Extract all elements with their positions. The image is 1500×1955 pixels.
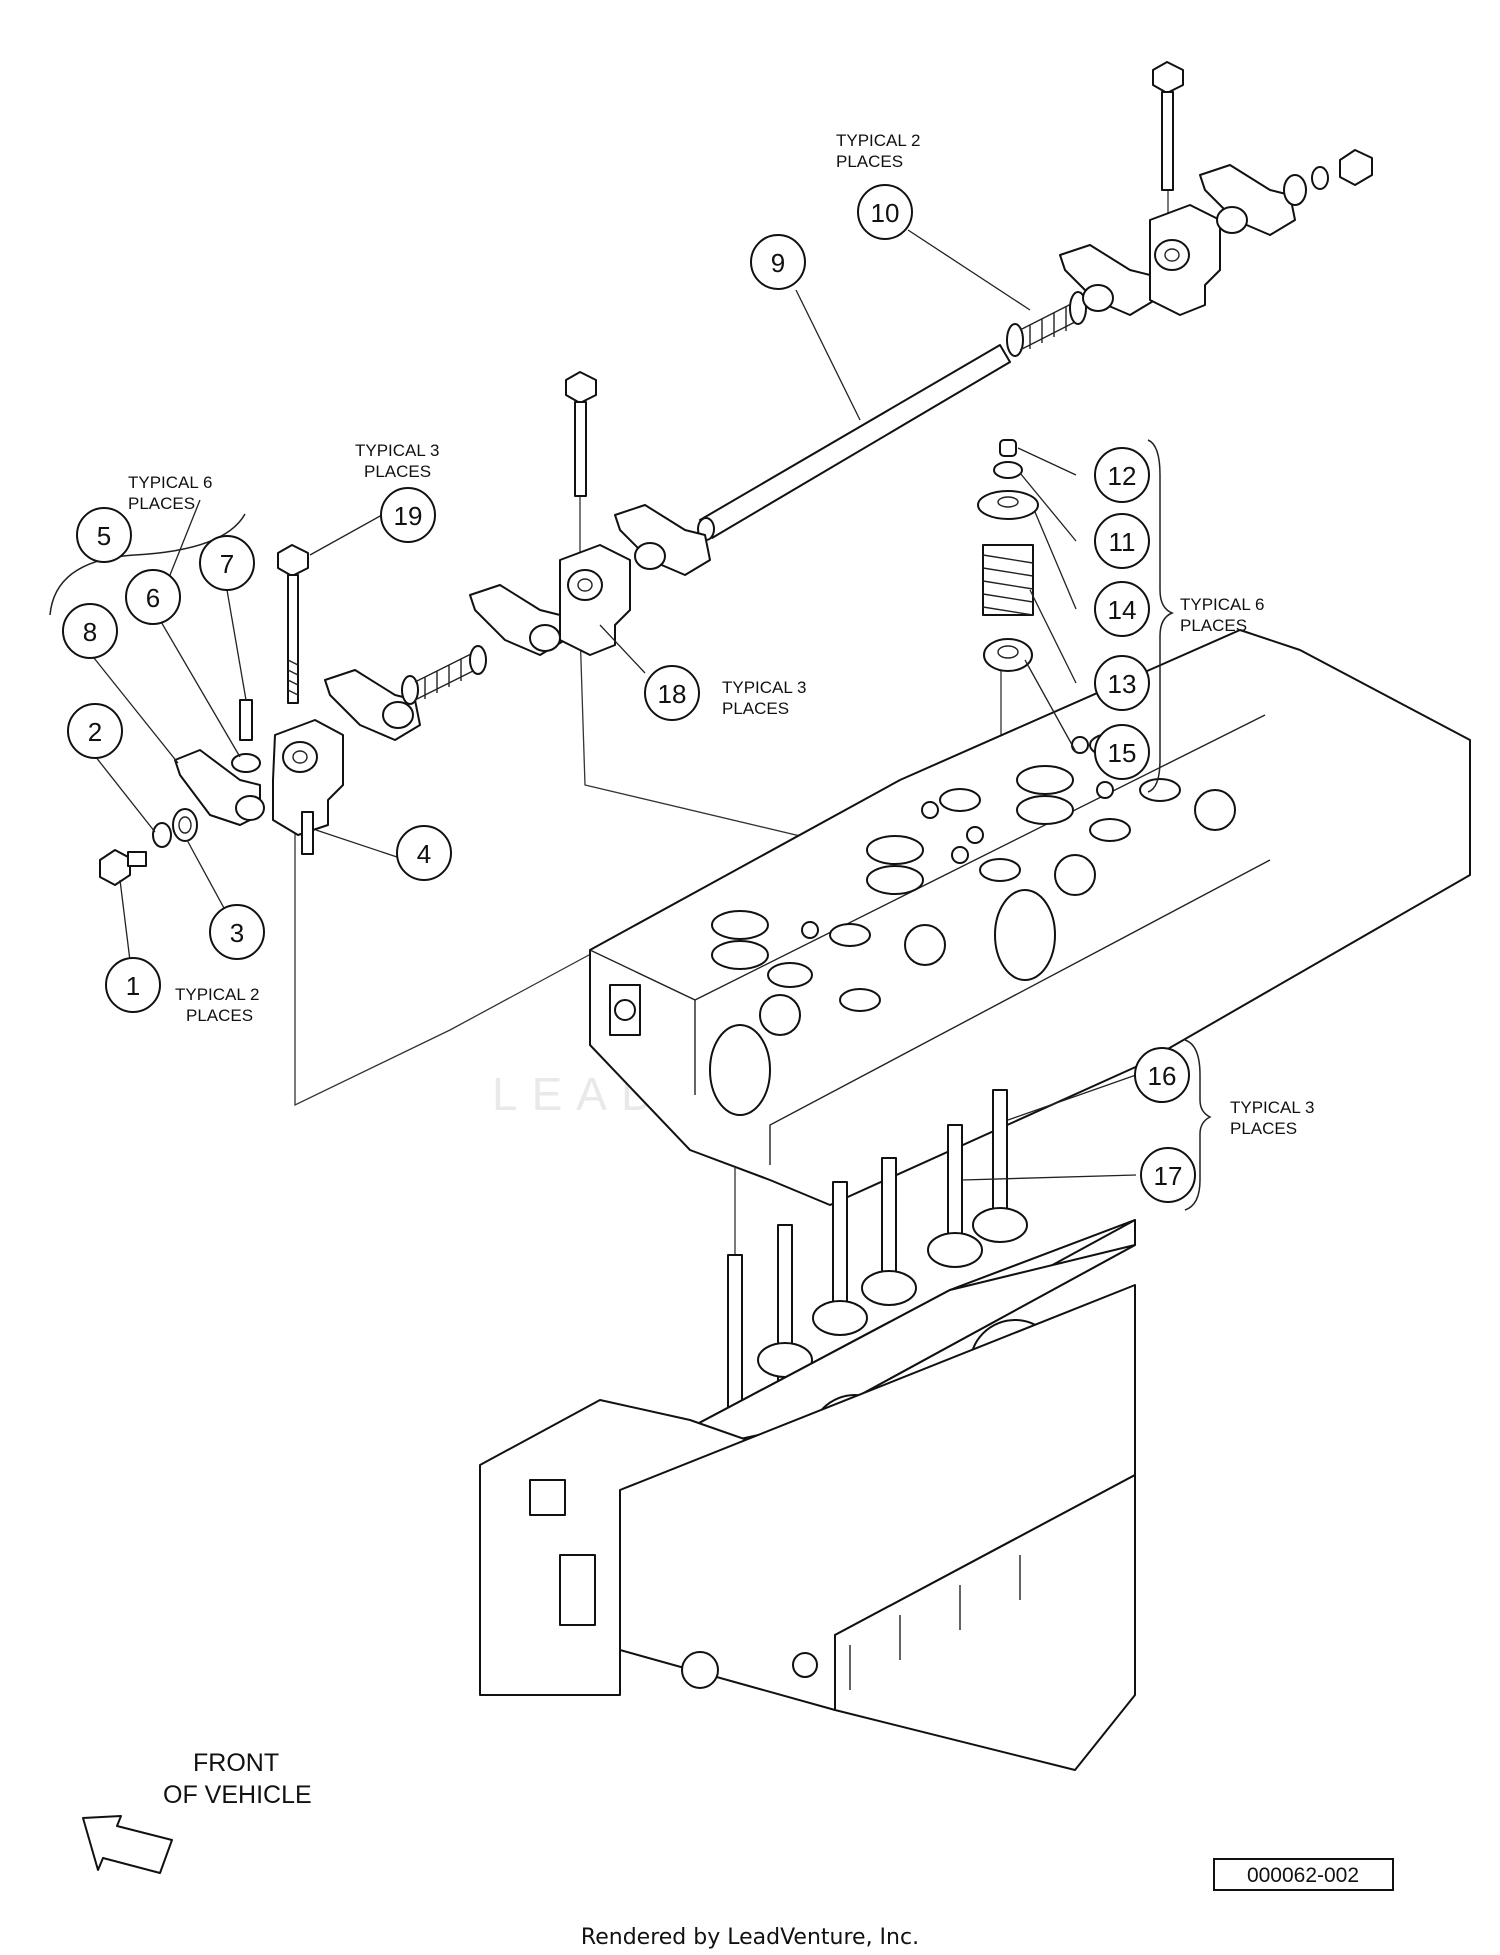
callout-1: 1	[105, 957, 161, 1013]
svg-text:TYPICAL 2: TYPICAL 2	[836, 131, 920, 150]
callout-17: 17	[1140, 1147, 1196, 1203]
svg-text:PLACES: PLACES	[1180, 616, 1247, 635]
svg-text:7: 7	[220, 549, 234, 579]
callout-12: 12	[1094, 447, 1150, 503]
callout-19: 19	[380, 487, 436, 543]
svg-text:TYPICAL 3: TYPICAL 3	[355, 441, 439, 460]
callout-14: 14	[1094, 581, 1150, 637]
left-rocker-assembly	[99, 544, 566, 886]
svg-text:PLACES: PLACES	[128, 494, 195, 513]
callout-10: 10	[857, 184, 913, 240]
callout-15: 15	[1094, 724, 1150, 780]
svg-text:TYPICAL 3: TYPICAL 3	[1230, 1098, 1314, 1117]
svg-text:6: 6	[146, 583, 160, 613]
figure-id-box: 000062-002	[1213, 1858, 1394, 1891]
svg-text:TYPICAL 6: TYPICAL 6	[1180, 595, 1264, 614]
note-typical-3-middle: TYPICAL 3 PLACES	[722, 678, 806, 718]
front-arrow-icon	[82, 1815, 173, 1874]
front-of-vehicle-label: FRONT OF VEHICLE	[163, 1749, 312, 1809]
callout-3: 3	[209, 904, 265, 960]
note-typical-3-left: TYPICAL 3 PLACES	[355, 441, 439, 481]
engine-block	[479, 1284, 1136, 1771]
svg-text:3: 3	[230, 918, 244, 948]
callout-7: 7	[199, 535, 255, 591]
valve-spring-stack	[977, 439, 1039, 672]
svg-text:TYPICAL 6: TYPICAL 6	[128, 473, 212, 492]
note-typical-2-bottom: TYPICAL 2 PLACES	[175, 985, 259, 1025]
callout-8: 8	[62, 603, 118, 659]
svg-text:16: 16	[1148, 1061, 1177, 1091]
footer-credit: Rendered by LeadVenture, Inc.	[581, 1925, 919, 1950]
callout-5: 5	[76, 507, 132, 563]
callout-13: 13	[1094, 655, 1150, 711]
brackets	[49, 439, 1212, 1211]
callout-16: 16	[1134, 1047, 1190, 1103]
callout-6: 6	[125, 569, 181, 625]
note-typical-6-right: TYPICAL 6 PLACES	[1180, 595, 1264, 635]
svg-text:9: 9	[771, 248, 785, 278]
svg-text:OF VEHICLE: OF VEHICLE	[163, 1781, 312, 1809]
rocker-shaft	[697, 344, 1011, 541]
note-typical-6-left: TYPICAL 6 PLACES	[128, 473, 212, 513]
note-typical-3-right: TYPICAL 3 PLACES	[1230, 1098, 1314, 1138]
callout-4: 4	[396, 825, 452, 881]
svg-text:1: 1	[126, 971, 140, 1001]
svg-text:FRONT: FRONT	[193, 1749, 279, 1777]
svg-text:19: 19	[394, 501, 423, 531]
right-rocker-assembly	[1006, 61, 1373, 357]
svg-text:PLACES: PLACES	[836, 152, 903, 171]
svg-text:5: 5	[97, 521, 111, 551]
svg-text:14: 14	[1108, 595, 1137, 625]
svg-text:11: 11	[1109, 527, 1136, 557]
note-typical-2-top: TYPICAL 2 PLACES	[836, 131, 920, 171]
svg-text:17: 17	[1154, 1161, 1183, 1191]
callout-9: 9	[750, 234, 806, 290]
svg-text:PLACES: PLACES	[1230, 1119, 1297, 1138]
middle-bracket-assembly	[559, 371, 711, 656]
callout-18: 18	[644, 665, 700, 721]
svg-text:10: 10	[871, 198, 900, 228]
svg-text:18: 18	[658, 679, 687, 709]
svg-text:4: 4	[417, 839, 431, 869]
callout-2: 2	[67, 703, 123, 759]
svg-text:12: 12	[1108, 461, 1137, 491]
svg-text:2: 2	[88, 717, 102, 747]
svg-text:13: 13	[1108, 669, 1137, 699]
svg-text:8: 8	[83, 617, 97, 647]
cylinder-head	[589, 629, 1471, 1206]
svg-text:PLACES: PLACES	[722, 699, 789, 718]
svg-text:TYPICAL 3: TYPICAL 3	[722, 678, 806, 697]
svg-text:PLACES: PLACES	[186, 1006, 253, 1025]
callout-11: 11	[1094, 513, 1150, 569]
svg-text:15: 15	[1108, 738, 1137, 768]
figure-id: 000062-002	[1247, 1864, 1359, 1887]
svg-text:PLACES: PLACES	[364, 462, 431, 481]
svg-text:TYPICAL 2: TYPICAL 2	[175, 985, 259, 1004]
